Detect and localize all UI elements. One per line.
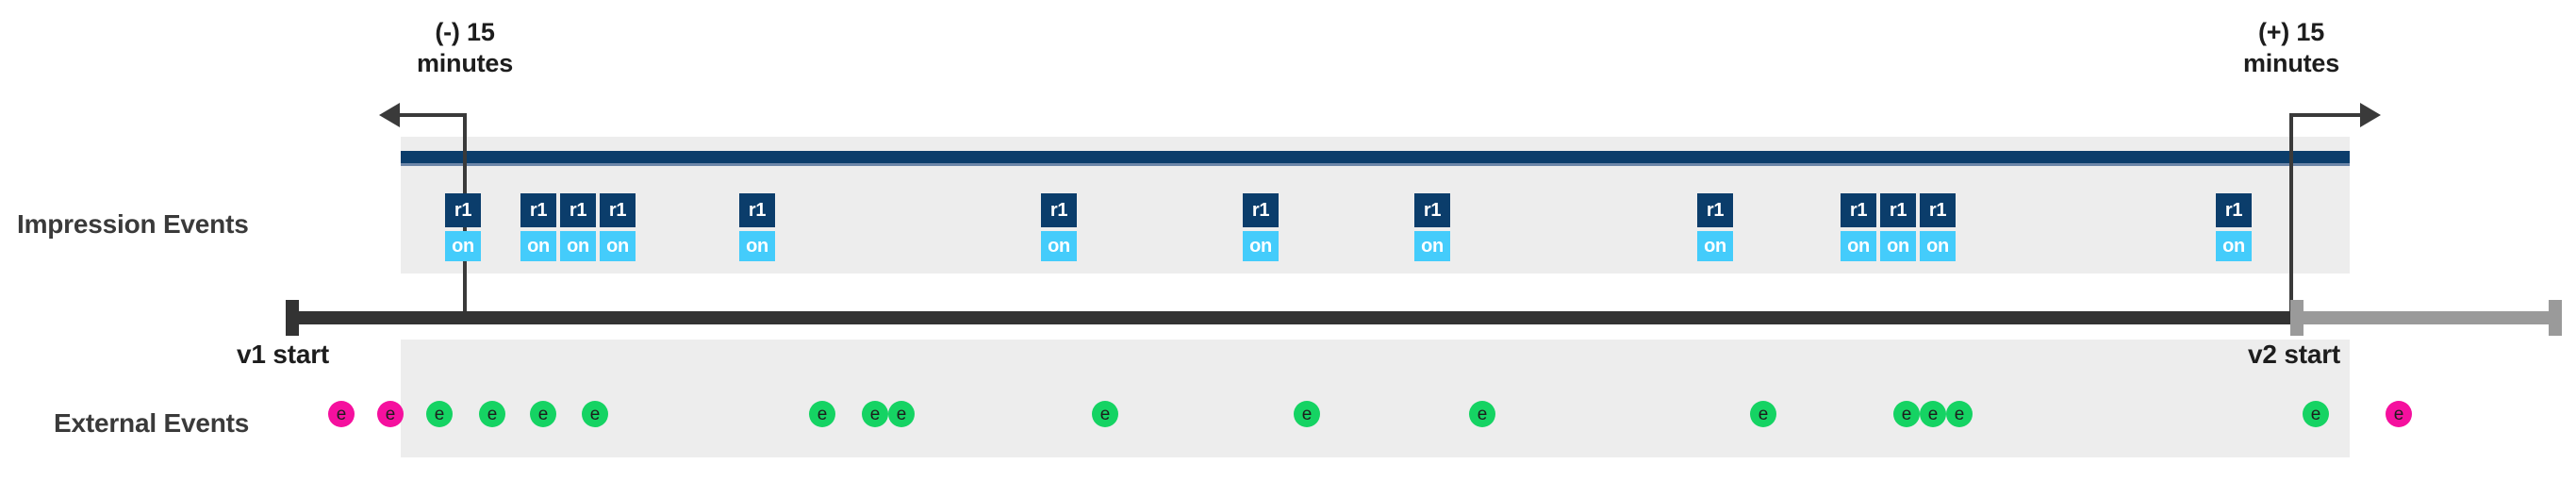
external-event-dot: e [1946,401,1973,427]
impression-badge-on: on [1414,231,1450,261]
arrow-right-icon [2360,103,2381,127]
impression-badge-r1: r1 [2216,193,2252,227]
external-event-dot: e [1920,401,1946,427]
impression-badge-on: on [1697,231,1733,261]
impression-badge-r1: r1 [1243,193,1279,227]
external-event-dot: e [2303,401,2329,427]
marker-line-plus-15-minutes [2289,113,2293,316]
version-rail-underline [401,163,2350,166]
impression-badge-r1: r1 [520,193,556,227]
external-event-dot: e [1893,401,1920,427]
impression-badge-r1: r1 [739,193,775,227]
impression-badge-on: on [2216,231,2252,261]
axis-segment-v2 [2290,311,2562,324]
row-label-external-events: External Events [54,408,250,438]
callout-plus-15-minutes-label: (+) 15 minutes [2242,18,2340,77]
impression-badge-r1: r1 [1920,193,1956,227]
axis-segment-v1 [286,311,2294,324]
impression-badge-r1: r1 [1697,193,1733,227]
impression-badge-r1: r1 [560,193,596,227]
version-rail [401,151,2350,163]
external-event-dot: e [1750,401,1776,427]
impression-badge-on: on [1920,231,1956,261]
external-event-dot: e [328,401,355,427]
callout-plus-15-minutes-stem [2293,113,2360,117]
row-label-impression-events: Impression Events [17,209,249,239]
callout-minus-15-minutes-label: (-) 15 minutes [416,18,514,77]
arrow-left-icon [379,103,400,127]
external-event-dot: e [426,401,453,427]
impression-badge-r1: r1 [1041,193,1077,227]
impression-badge-on: on [1041,231,1077,261]
external-event-dot: e [809,401,835,427]
impression-badge-on: on [739,231,775,261]
external-event-dot: e [530,401,556,427]
external-event-dot: e [582,401,608,427]
version-label-v2-start: v2 start [2248,340,2341,369]
external-event-dot: e [1294,401,1320,427]
attribution-window-band-lower [401,340,2350,457]
impression-badge-r1: r1 [1414,193,1450,227]
external-event-dot: e [1469,401,1495,427]
external-event-dot: e [2386,401,2412,427]
impression-badge-r1: r1 [445,193,481,227]
impression-badge-r1: r1 [1841,193,1876,227]
impression-badge-r1: r1 [1880,193,1916,227]
impression-badge-on: on [1841,231,1876,261]
impression-badge-on: on [600,231,636,261]
callout-minus-15-minutes-stem [400,113,467,117]
external-event-dot: e [377,401,404,427]
version-label-v1-start: v1 start [237,340,330,369]
impression-badge-on: on [1880,231,1916,261]
external-event-dot: e [479,401,505,427]
external-event-dot: e [888,401,915,427]
impression-badge-on: on [445,231,481,261]
impression-badge-on: on [1243,231,1279,261]
axis-end-cap [2549,300,2562,336]
external-event-dot: e [1092,401,1118,427]
external-event-dot: e [862,401,888,427]
impression-badge-on: on [560,231,596,261]
impression-badge-r1: r1 [600,193,636,227]
impression-badge-on: on [520,231,556,261]
